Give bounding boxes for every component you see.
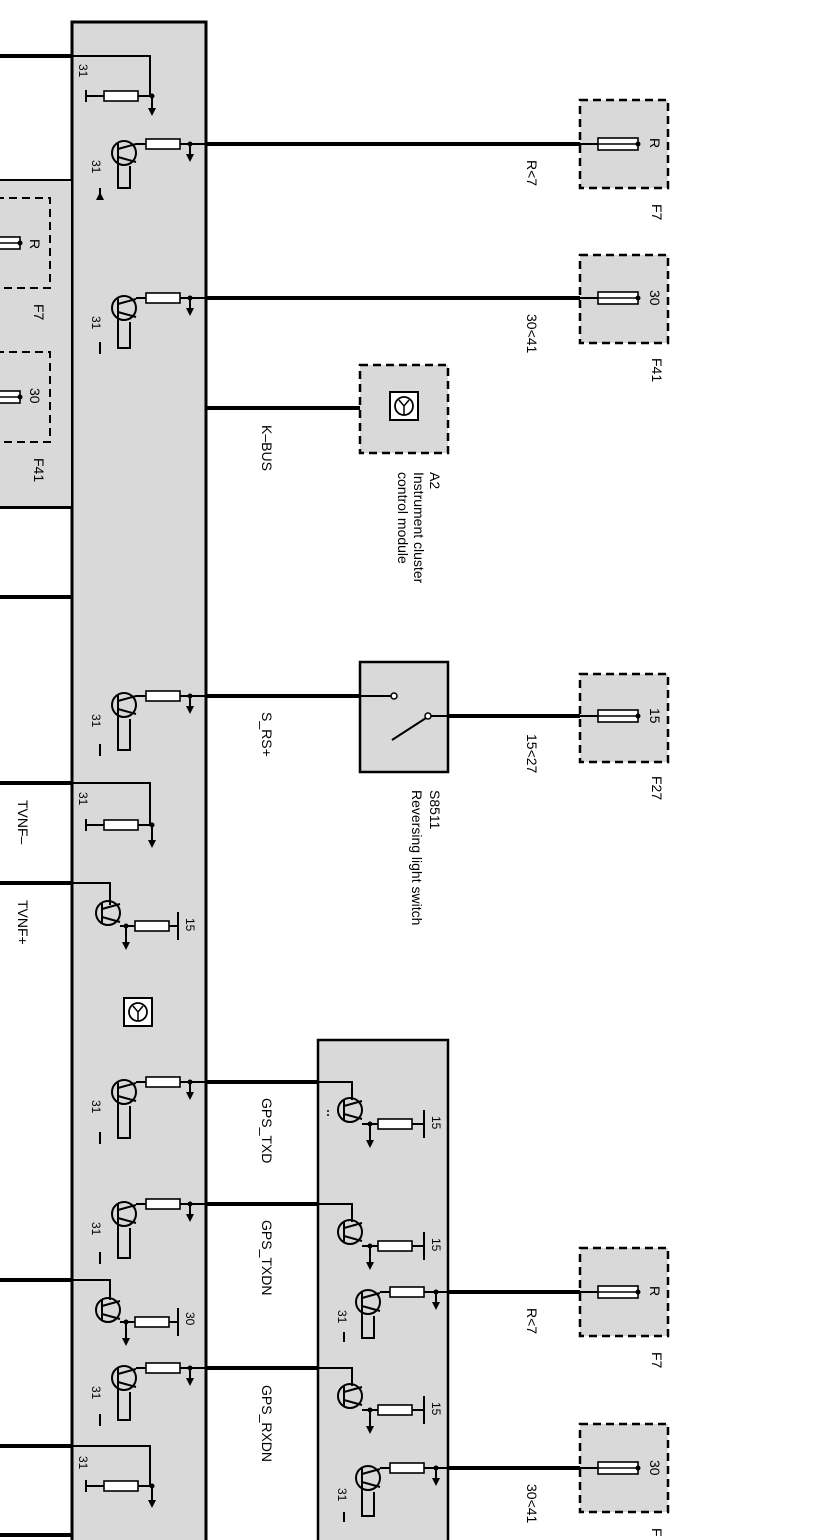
fuse-icon	[597, 291, 639, 305]
pin-31: 31	[89, 160, 103, 174]
left-fuse-2: 30 F41	[0, 351, 51, 482]
fuse-terminal: R	[647, 1286, 663, 1296]
right-fuse-f7-top: R F7	[578, 98, 670, 221]
wire-label-r7-bottom: R<7	[524, 1308, 540, 1334]
gps-circuit-30-41: 31	[335, 1462, 448, 1522]
wire-label-k-bus: K–BUS	[259, 425, 275, 471]
transistor-circuit-30-input: 30	[72, 1279, 197, 1346]
wire-label-r7-top: R<7	[524, 160, 540, 186]
switch-icon	[360, 692, 448, 741]
transistor-circuit-r7: 31	[89, 138, 206, 200]
left-fuse-2-name: F41	[31, 458, 47, 482]
a2-name-line2: control module	[395, 472, 411, 564]
fuse-name: F27	[649, 776, 665, 800]
wire-label-30-41-bottom: 30<41	[524, 1484, 540, 1524]
pin-15: 15	[429, 1238, 443, 1252]
transistor-circuit-gps-txdn: 31	[89, 1198, 206, 1264]
pin-31: 31	[89, 714, 103, 728]
pin-31: 31	[76, 1456, 90, 1470]
gps-circuit-rxdn: 15	[318, 1367, 443, 1434]
wire-label-15-27: 15<27	[524, 734, 540, 774]
wire-label-tvnf-plus: TVNF+	[15, 900, 31, 945]
pin-31: 31	[335, 1310, 349, 1324]
pin-31: 31	[76, 64, 90, 78]
right-fuse-f41-top: 30 F41	[578, 253, 670, 382]
fuse-icon	[597, 1285, 639, 1299]
transistor-circuit-gps-rxdn: 31	[89, 1362, 206, 1426]
reversing-light-switch: S8511 Reversing light switch	[358, 660, 450, 925]
fuse-name: F41	[649, 358, 665, 382]
fuse-name: F7	[649, 204, 665, 221]
left-fuse-1: R F7	[0, 197, 51, 321]
pulldown-circuit-bottom: 31	[72, 1445, 156, 1508]
a2-id: A2	[427, 472, 443, 489]
right-fuse-f27: 15 F27	[578, 672, 670, 800]
transistor-circuit-s-rs: 31	[89, 690, 206, 756]
gps-circuit-txdn: 15	[318, 1203, 443, 1270]
right-fuse-bottom: 30 F	[578, 1422, 670, 1537]
pin-31: 31	[89, 316, 103, 330]
wire-label-gps-txd: GPS_TXD	[259, 1098, 275, 1163]
transistor-circuit-tvnf-plus: 15	[72, 882, 197, 950]
external-wires	[206, 142, 580, 1470]
bus-module-icon	[123, 997, 153, 1027]
gps-module-box	[316, 1038, 450, 1540]
wire-label-30-41-top: 30<41	[524, 314, 540, 354]
transistor-circuit-30-41: 31	[89, 292, 206, 354]
fuse-terminal: 30	[647, 1460, 663, 1476]
control-unit-box	[70, 20, 208, 1540]
pulldown-circuit-1: 31	[72, 55, 156, 116]
pin-31: 31	[76, 792, 90, 806]
pin-30: 30	[183, 1312, 197, 1326]
pin-15: 15	[183, 918, 197, 932]
wire-label-gps-txdn: GPS_TXDN	[259, 1220, 275, 1295]
left-fuse-1-terminal: R	[27, 239, 43, 249]
fuse-terminal: 15	[647, 708, 663, 724]
bus-module-icon	[389, 391, 419, 421]
transistor-circuit-gps-txd: 31	[89, 1076, 206, 1144]
gps-circuit-r7: 31	[335, 1286, 448, 1342]
pulldown-circuit-tvnf-minus: 31	[72, 782, 156, 848]
right-fuse-f7-bottom: R F7	[578, 1246, 670, 1369]
wire-label-s-rs: S_RS+	[259, 712, 275, 757]
left-fuse-1-name: F7	[31, 304, 47, 321]
fuse-terminal: 30	[647, 290, 663, 306]
left-fuse-2-terminal: 30	[27, 388, 43, 404]
fuse-name: F	[649, 1528, 665, 1537]
pin-15: 15	[429, 1402, 443, 1416]
s8511-id: S8511	[427, 790, 443, 830]
fuse-terminal: R	[647, 138, 663, 148]
fuse-icon	[597, 137, 639, 151]
fuse-name: F7	[649, 1352, 665, 1369]
pin-31: 31	[89, 1386, 103, 1400]
gps-circuit-txd: 15	[318, 1081, 443, 1148]
fuse-icon	[597, 1461, 639, 1475]
wire-label-gps-rxdn: GPS_RXDN	[259, 1385, 275, 1462]
pin-31: 31	[335, 1488, 349, 1502]
instrument-cluster-module: A2 Instrument cluster control module	[358, 363, 450, 584]
fuse-icon	[597, 709, 639, 723]
a2-name-line1: Instrument cluster	[411, 472, 427, 584]
wire-label-tvnf-minus: TVNF–	[15, 800, 31, 845]
pin-31: 31	[89, 1222, 103, 1236]
pin-31: 31	[89, 1100, 103, 1114]
s8511-name: Reversing light switch	[409, 790, 425, 925]
pin-15: 15	[429, 1116, 443, 1130]
